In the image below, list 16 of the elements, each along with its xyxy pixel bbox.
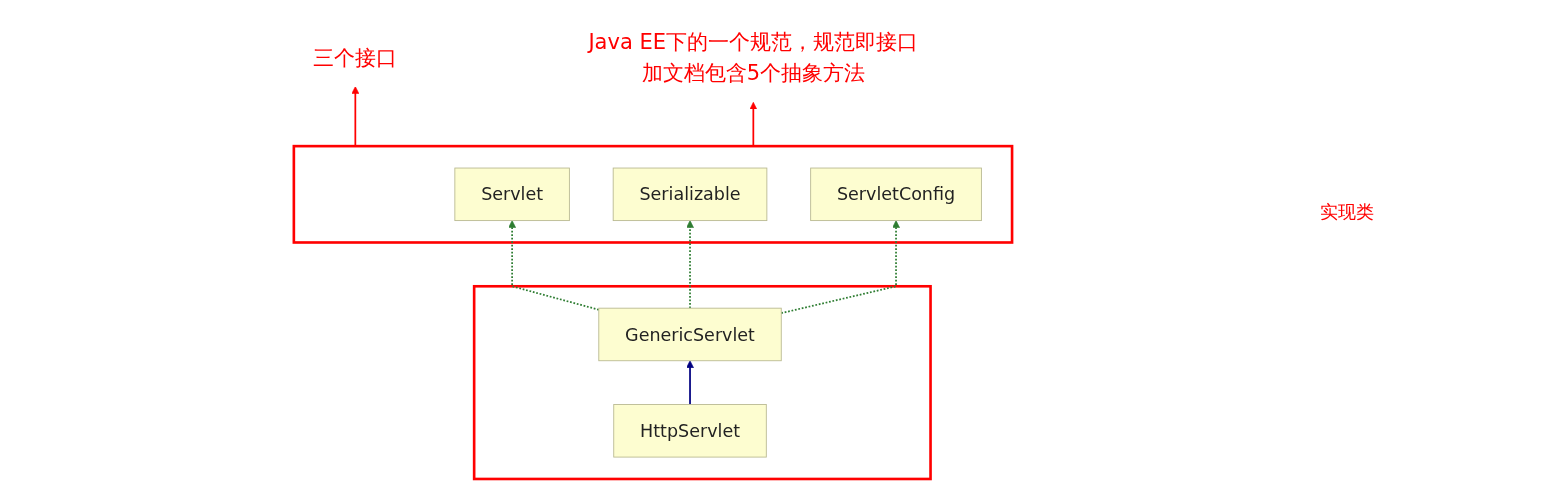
node-box: ServletConfig [810,167,983,222]
arrow [508,220,601,311]
node-box: Serializable [613,167,768,222]
cluster [293,144,1014,244]
node-box: HttpServlet [613,404,768,458]
cluster [473,284,933,481]
arrow [749,102,758,147]
arrow [780,220,901,314]
node-text: Java EE下的一个规范，规范即接口加文档包含5个抽象方法 [588,29,919,86]
note-text: 实现类 [1320,200,1374,224]
node-box: Servlet [454,167,571,222]
arrow [351,86,360,147]
node-box: GenericServlet [598,307,783,362]
node-text: 三个接口 [313,45,398,70]
arrow [686,360,695,406]
arrow [686,220,695,310]
